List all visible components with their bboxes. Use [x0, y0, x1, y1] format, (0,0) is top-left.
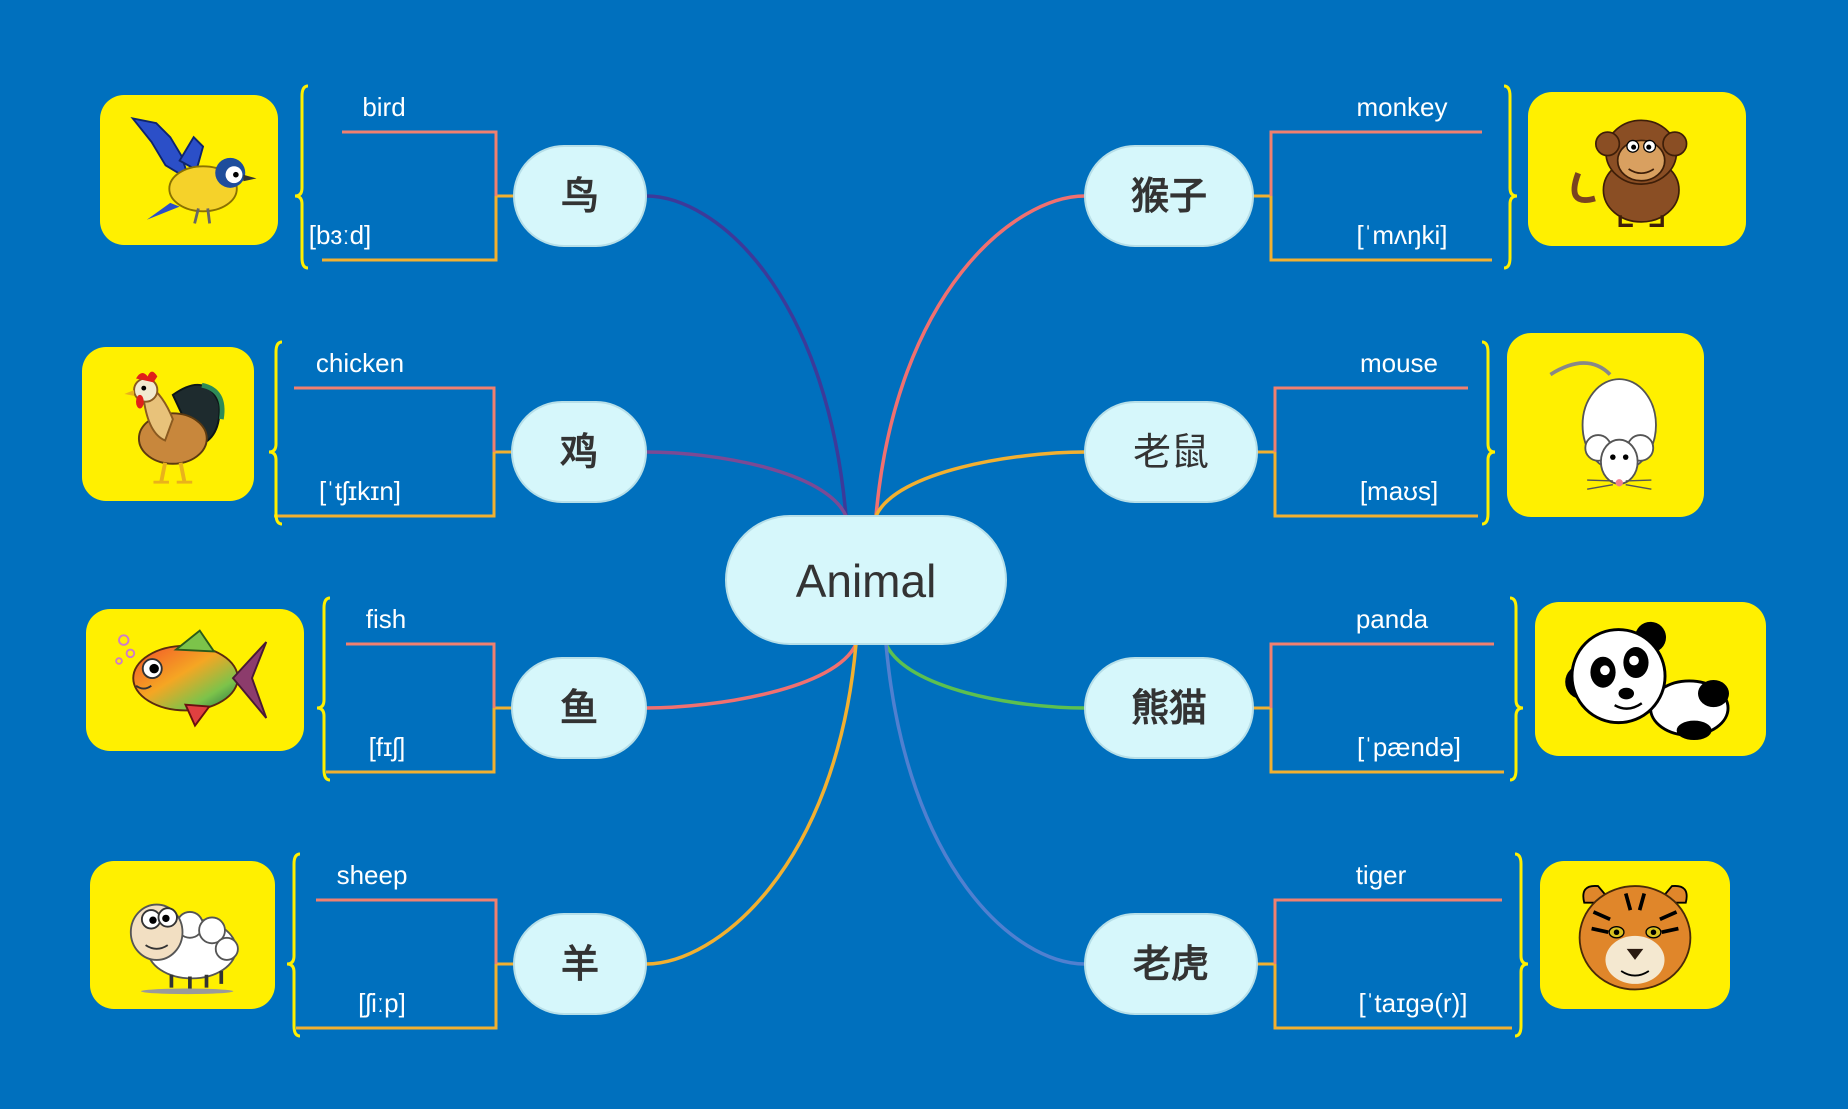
picture-card-mouse: [1507, 333, 1704, 517]
branch-node-bubble: [511, 657, 647, 759]
picture-card-sheep: [90, 861, 275, 1009]
english-line: [294, 386, 496, 452]
picture-card-fish: [86, 609, 304, 751]
branch-panda: panda [ˈpændə] 熊猫: [1084, 596, 1766, 782]
phonetic-line: [1269, 708, 1504, 774]
phonetic-text: [ˈtaɪɡə(r)]: [1359, 988, 1468, 1018]
chinese-label: 鸟: [561, 176, 599, 218]
branch-mouse: mouse [maʊs] 老鼠: [1084, 333, 1704, 526]
phonetic-text: [fɪʃ]: [369, 732, 406, 762]
phonetic-text: [ˈtʃɪkɪn]: [319, 476, 401, 506]
branch-node-bubble: [513, 145, 647, 247]
english-word: fish: [366, 604, 406, 634]
english-word: tiger: [1356, 860, 1407, 890]
branch-node-panda[interactable]: 熊猫: [1084, 657, 1254, 759]
branch-bird: bird [bɜːd] 鸟: [100, 84, 647, 270]
bracket: [268, 340, 283, 526]
english-word: monkey: [1356, 92, 1447, 122]
english-word: mouse: [1360, 348, 1438, 378]
chinese-label: 熊猫: [1131, 688, 1207, 730]
branch-node-monkey[interactable]: 猴子: [1084, 145, 1254, 247]
phonetic-text: [ʃiːp]: [358, 988, 406, 1018]
picture-card-panda: [1535, 602, 1766, 756]
phonetic-line: [1269, 196, 1492, 262]
phonetic-text: [maʊs]: [1360, 476, 1438, 506]
connector-bird: [645, 194, 848, 517]
bracket: [1503, 84, 1518, 270]
english-word: panda: [1356, 604, 1429, 634]
branch-node-mouse[interactable]: 老鼠: [1084, 401, 1258, 503]
connector-chicken: [645, 450, 848, 517]
branch-fish: fish [fɪʃ] 鱼: [86, 596, 647, 782]
connector-tiger: [884, 643, 1086, 966]
english-line: [346, 642, 496, 708]
phonetic-line: [1273, 964, 1512, 1030]
branch-node-bubble: [1084, 145, 1254, 247]
branch-chicken: chicken [ˈtʃɪkɪn] 鸡: [82, 340, 647, 526]
english-line: [1269, 130, 1482, 196]
central-node-bubble: [725, 515, 1007, 645]
branch-node-sheep[interactable]: 羊: [513, 913, 647, 1015]
bracket: [286, 852, 301, 1038]
english-line: [342, 130, 498, 196]
bracket: [1514, 852, 1529, 1038]
phonetic-line: [326, 708, 496, 774]
phonetic-text: [ˈpændə]: [1357, 732, 1461, 762]
chinese-label: 羊: [561, 944, 599, 986]
picture-card-chicken: [82, 347, 254, 501]
phonetic-line: [274, 452, 496, 518]
branch-monkey: monkey [ˈmʌŋki] 猴子: [1084, 84, 1746, 270]
picture-card-tiger: [1540, 861, 1730, 1009]
branch-node-bubble: [1084, 657, 1254, 759]
english-line: [1273, 898, 1502, 964]
branch-groups: bird [bɜːd] 鸟 chicken [ˈtʃɪkɪn] 鸡 fish [fɪʃ] 鱼 sh…: [82, 84, 1766, 1038]
phonetic-line: [1273, 452, 1478, 518]
connector-panda: [884, 643, 1086, 710]
branch-node-chicken[interactable]: 鸡: [511, 401, 647, 503]
central-node-label: Animal: [796, 555, 937, 607]
chinese-label: 鱼: [560, 688, 598, 730]
branch-node-fish[interactable]: 鱼: [511, 657, 647, 759]
branch-node-bird[interactable]: 鸟: [513, 145, 647, 247]
english-line: [1273, 386, 1468, 452]
connector-fish: [645, 643, 858, 710]
phonetic-text: [bɜːd]: [309, 220, 372, 250]
branch-node-bubble: [1084, 913, 1258, 1015]
english-word: bird: [362, 92, 405, 122]
central-node[interactable]: Animal: [725, 515, 1007, 645]
picture-card-bird: [100, 95, 278, 245]
bracket: [316, 596, 331, 782]
bracket: [1509, 596, 1524, 782]
branch-node-bubble: [513, 913, 647, 1015]
branch-connectors: [645, 194, 1086, 966]
branch-sheep: sheep [ʃiːp] 羊: [90, 852, 647, 1038]
connector-mouse: [874, 450, 1086, 517]
bracket: [1481, 340, 1496, 526]
chinese-label: 猴子: [1131, 176, 1207, 218]
branch-tiger: tiger [ˈtaɪɡə(r)] 老虎: [1084, 852, 1730, 1038]
chinese-label: 老鼠: [1133, 432, 1209, 474]
branch-node-bubble: [1084, 401, 1258, 503]
english-line: [316, 898, 498, 964]
phonetic-text: [ˈmʌŋki]: [1357, 220, 1448, 250]
connector-monkey: [874, 194, 1086, 517]
branch-node-tiger[interactable]: 老虎: [1084, 913, 1258, 1015]
chinese-label: 老虎: [1133, 944, 1209, 986]
branch-node-bubble: [511, 401, 647, 503]
tiger-icon: [1580, 886, 1691, 990]
picture-card-monkey: [1528, 92, 1746, 246]
english-line: [1269, 642, 1494, 708]
phonetic-line: [322, 196, 498, 262]
phonetic-line: [296, 964, 498, 1030]
english-word: sheep: [337, 860, 408, 890]
connector-sheep: [645, 643, 858, 966]
chinese-label: 鸡: [559, 432, 598, 474]
bracket: [294, 84, 309, 270]
english-word: chicken: [316, 348, 404, 378]
